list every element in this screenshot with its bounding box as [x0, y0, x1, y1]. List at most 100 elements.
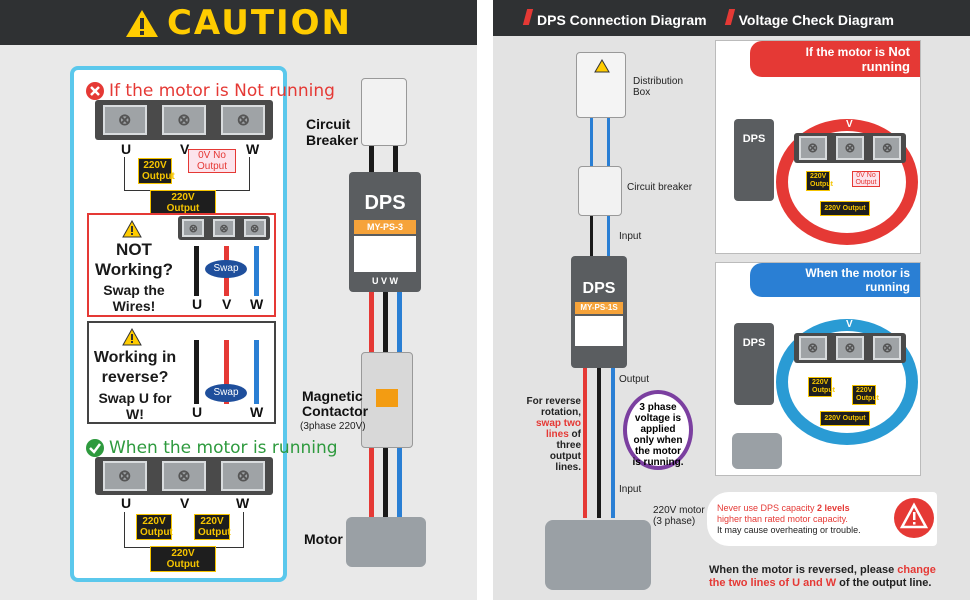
reverse-rotation-note: For reverse rotation, swap two lines of … — [526, 396, 581, 473]
blue-wire — [254, 340, 259, 404]
running-card: When the motor is running ⊗ ⊗ ⊗ U V W 22… — [715, 262, 921, 476]
output-label: Output — [619, 374, 650, 385]
terminal-screw: ⊗ — [161, 105, 206, 135]
swap-badge: Swap — [205, 384, 247, 402]
swap-wires-instruction: Swap the Wires! — [103, 282, 165, 314]
output-tag: 220V Output — [806, 171, 833, 191]
not-running-card: If the motor is Not running ⊗ ⊗ ⊗ U V W … — [715, 40, 921, 254]
diagram-panel: DPS Connection Diagram Voltage Check Dia… — [493, 0, 970, 600]
terminal-screw: ⊗ — [835, 336, 864, 360]
three-phase-bubble: 3 phase voltage is applied only when the… — [623, 390, 693, 470]
dps-brand: DPS — [364, 192, 406, 214]
terminal-label-v: V — [222, 296, 232, 312]
terminal-label-v: V — [180, 495, 190, 511]
diagram-header: DPS Connection Diagram Voltage Check Dia… — [493, 0, 970, 36]
terminal-screw: ⊗ — [221, 461, 266, 491]
swap-badge: Swap — [205, 260, 247, 278]
terminal-block-zoom: ⊗ ⊗ ⊗ — [794, 133, 906, 163]
red-wire — [369, 448, 374, 518]
caution-panel: CAUTION If the motor is Not running ⊗ ⊗ … — [0, 0, 477, 600]
dps-device-mini: DPS — [734, 323, 774, 405]
output-uw-tag: 220V Output — [150, 190, 216, 216]
output-uv-tag: 220V Output — [136, 514, 173, 540]
circuit-breaker — [361, 78, 407, 146]
blue-wire — [397, 448, 402, 518]
motor-label: Motor — [304, 531, 343, 547]
terminal-block-top: ⊗ ⊗ ⊗ — [95, 100, 273, 140]
warning-circle-icon — [894, 498, 934, 538]
running-title-text: When the motor is running — [109, 438, 338, 458]
terminal-screw: ⊗ — [835, 136, 864, 160]
terminal-screw: ⊗ — [243, 219, 266, 237]
output-tag: 220V Output — [820, 201, 870, 216]
red-wire — [583, 368, 587, 518]
distribution-box — [576, 52, 626, 118]
blue-wire — [611, 368, 615, 518]
output-tag: 220V Output — [808, 377, 835, 397]
terminal-block-mini: ⊗ ⊗ ⊗ — [178, 216, 270, 240]
terminal-screw: ⊗ — [873, 336, 902, 360]
red-bar-icon — [724, 8, 735, 25]
output-tag: 220V Output — [820, 411, 870, 426]
circuit-breaker-label: Circuit Breaker — [306, 116, 359, 148]
not-running-ribbon: If the motor is Not running — [750, 41, 920, 77]
dps-brand: DPS — [582, 280, 616, 297]
x-circle-icon — [86, 82, 104, 100]
terminal-screw: ⊗ — [102, 105, 147, 135]
magnetic-contactor — [361, 352, 413, 448]
output-uv-tag: 220V Output — [138, 158, 175, 184]
terminal-label-u: U — [806, 119, 814, 130]
blue-wire — [397, 292, 402, 352]
terminal-label-u: U — [192, 296, 203, 312]
warning-triangle-icon — [122, 328, 142, 346]
terminal-screw: ⊗ — [161, 461, 206, 491]
terminal-label-u: U — [121, 141, 132, 157]
terminal-screw: ⊗ — [182, 219, 205, 237]
warning-triangle-icon — [594, 59, 610, 73]
blue-wire — [590, 118, 593, 170]
warning-triangle-icon — [122, 220, 142, 238]
check-circle-icon — [86, 439, 104, 457]
terminal-label-u: U — [192, 404, 203, 420]
terminal-label-w: W — [250, 404, 264, 420]
capacity-warning-text: Never use DPS capacity 2 levels higher t… — [717, 503, 861, 535]
contactor-orange-plate — [376, 389, 398, 407]
black-wire — [383, 448, 388, 518]
swap-u-w-instruction: Swap U for W! — [98, 390, 172, 422]
black-wire — [369, 146, 374, 186]
terminal-label-v: V — [846, 319, 853, 330]
terminal-screw: ⊗ — [221, 105, 266, 135]
terminal-label-v: V — [846, 119, 853, 130]
circuit-breaker — [578, 166, 622, 216]
caution-header: CAUTION — [0, 0, 477, 45]
capacity-warning-box: Never use DPS capacity 2 levels higher t… — [707, 492, 937, 546]
terminal-label-u: U — [121, 495, 132, 511]
dps-spec-sticker — [575, 316, 623, 346]
motor-image — [346, 517, 426, 567]
black-wire — [590, 216, 593, 256]
no-output-tag: 0V No Output — [188, 149, 236, 173]
circuit-breaker-label: Circuit breaker — [627, 182, 693, 193]
dps-model: MY-PS-1S — [575, 302, 623, 314]
blue-wire — [254, 246, 259, 296]
reverse-footer-note: When the motor is reversed, please chang… — [709, 564, 936, 589]
output-tag: 220V Output — [852, 385, 879, 405]
terminal-label-w: W — [250, 296, 264, 312]
warning-triangle-icon — [125, 9, 158, 37]
motor-label: 220V motor (3 phase) — [653, 505, 705, 527]
motor-image — [545, 520, 651, 590]
blue-wire — [607, 118, 610, 170]
not-running-title: If the motor is Not running — [86, 81, 335, 101]
terminal-block-zoom: ⊗ ⊗ ⊗ — [794, 333, 906, 363]
blue-wire — [607, 216, 610, 256]
terminal-label-w: W — [886, 119, 896, 130]
red-wire — [369, 292, 374, 352]
terminal-screw: ⊗ — [212, 219, 235, 237]
dps-device: DPS MY-PS-3 U V W — [349, 172, 421, 292]
output-vw-tag: 220V Output — [194, 514, 231, 540]
terminal-label-w: W — [236, 495, 250, 511]
black-wire — [597, 368, 601, 518]
not-running-title-text: If the motor is Not running — [109, 81, 335, 101]
dps-spec-sticker — [354, 236, 416, 272]
caution-title: CAUTION — [166, 2, 353, 43]
